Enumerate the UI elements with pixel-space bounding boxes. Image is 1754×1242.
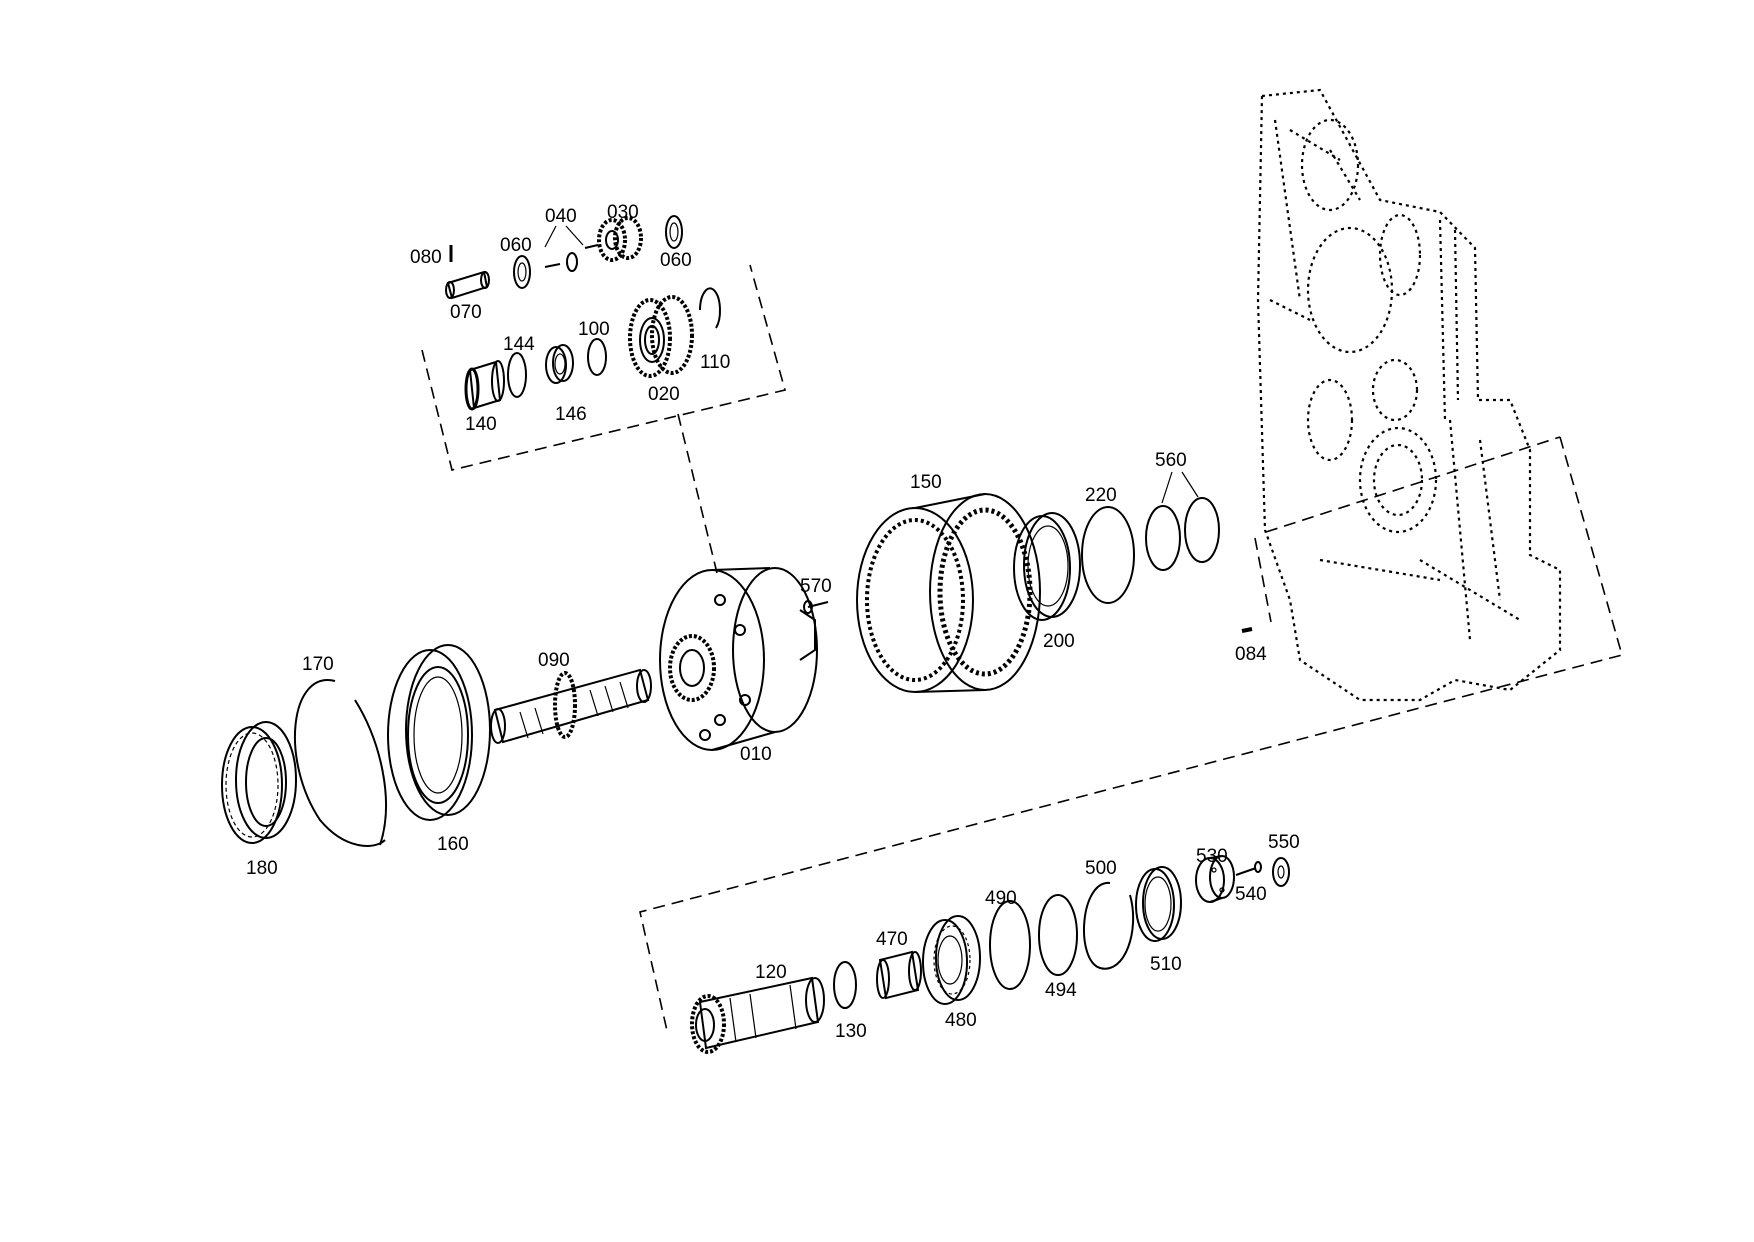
- part-020-icon: [628, 295, 694, 378]
- part-144-icon: [507, 352, 527, 398]
- label-030: 030: [607, 202, 639, 223]
- label-130: 130: [835, 1021, 867, 1042]
- part-540-icon: [1235, 861, 1262, 876]
- label-540: 540: [1235, 884, 1267, 905]
- part-084-icon: [1241, 627, 1253, 633]
- part-494-icon: [1038, 894, 1078, 976]
- part-550-icon: [1272, 857, 1290, 887]
- part-200-icon: [1013, 512, 1081, 621]
- part-490-icon: [989, 900, 1031, 990]
- label-500: 500: [1085, 858, 1117, 879]
- label-060b: 060: [660, 250, 692, 271]
- part-110-icon: [699, 287, 721, 329]
- label-550: 550: [1268, 832, 1300, 853]
- label-490: 490: [985, 888, 1017, 909]
- label-020: 020: [648, 384, 680, 405]
- output-group-outline: [639, 436, 1623, 1036]
- part-150-icon: [856, 493, 1041, 693]
- label-570: 570: [800, 576, 832, 597]
- part-060b-icon: [665, 215, 683, 249]
- label-470: 470: [876, 929, 908, 950]
- part-570-icon: [803, 600, 829, 614]
- housing-leader: [1265, 436, 1561, 533]
- label-146: 146: [555, 404, 587, 425]
- label-070: 070: [450, 302, 482, 323]
- label-144: 144: [503, 334, 535, 355]
- planet-group-outline: [421, 264, 786, 471]
- label-220: 220: [1085, 485, 1117, 506]
- label-494: 494: [1045, 980, 1077, 1001]
- part-180-icon: [221, 721, 297, 844]
- label-100: 100: [578, 319, 610, 340]
- leader-560: [1161, 471, 1199, 504]
- part-060a-icon: [513, 255, 531, 289]
- label-084: 084: [1235, 644, 1267, 665]
- part-560a-icon: [1145, 505, 1181, 571]
- part-480-icon: [922, 915, 981, 1005]
- leader-040: [544, 225, 584, 248]
- part-160-icon: [387, 644, 491, 821]
- label-560: 560: [1155, 450, 1187, 471]
- part-030-icon: [597, 216, 643, 262]
- label-080: 080: [410, 247, 442, 268]
- part-120-icon: [690, 976, 825, 1054]
- label-200: 200: [1043, 631, 1075, 652]
- part-010-icon: [659, 567, 818, 751]
- label-060a: 060: [500, 235, 532, 256]
- label-090: 090: [538, 650, 570, 671]
- part-100-icon: [587, 338, 607, 376]
- part-140-icon: [464, 360, 505, 411]
- label-510: 510: [1150, 954, 1182, 975]
- part-070-icon: [445, 270, 490, 300]
- part-130-icon: [833, 961, 857, 1009]
- label-010: 010: [740, 744, 772, 765]
- planet-group-leader: [677, 413, 718, 574]
- label-480: 480: [945, 1010, 977, 1031]
- label-140: 140: [465, 414, 497, 435]
- part-530-icon: [1195, 855, 1235, 903]
- label-110: 110: [700, 352, 730, 373]
- part-500-icon: [1083, 881, 1135, 970]
- transmission-housing: [1256, 88, 1562, 702]
- label-170: 170: [302, 654, 334, 675]
- label-180: 180: [246, 858, 278, 879]
- part-040-icon: [544, 244, 599, 272]
- label-530: 530: [1196, 846, 1228, 867]
- label-040: 040: [545, 206, 577, 227]
- part-220-icon: [1081, 506, 1135, 604]
- label-120: 120: [755, 962, 787, 983]
- part-090-icon: [490, 668, 652, 744]
- label-160: 160: [437, 834, 469, 855]
- part-560b-icon: [1184, 497, 1220, 563]
- part-470-icon: [876, 950, 922, 1000]
- part-510-icon: [1135, 866, 1182, 942]
- part-170-icon: [294, 679, 387, 847]
- label-150: 150: [910, 472, 942, 493]
- part-146-icon: [545, 344, 574, 384]
